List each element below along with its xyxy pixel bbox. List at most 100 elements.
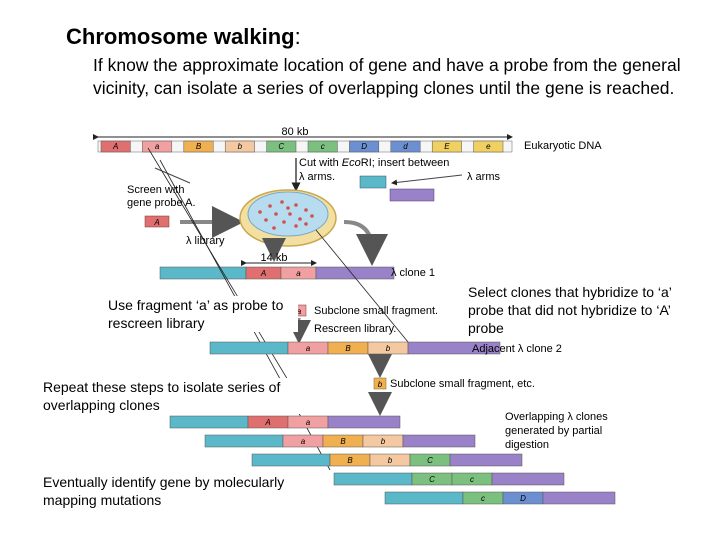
plaque-8	[264, 218, 268, 222]
clone2-insert-1-label: a	[306, 344, 311, 353]
lift-line-3	[315, 229, 409, 343]
dna-segment-5-label: C	[278, 142, 284, 151]
plaque-13	[258, 210, 262, 214]
dna-segment-5	[266, 140, 297, 153]
cut-instruction-line2: λ arms.	[299, 171, 335, 183]
dna-segment-9-label: E	[444, 142, 450, 151]
plaque-12	[304, 222, 308, 226]
overlap-clone-5-insert-2-label: D	[520, 494, 526, 503]
clone2-insert-2-label: B	[345, 344, 351, 353]
dna-segment-8-label: d	[403, 142, 408, 151]
overlap-clone-2-insert-3-label: b	[381, 437, 386, 446]
clone-2-label: Adjacent λ clone 2	[472, 343, 562, 355]
dna-segment-3-label: B	[196, 142, 202, 151]
dna-segment-4	[224, 140, 255, 153]
dna-segment-4-label: b	[238, 142, 243, 151]
overlap-clone-1-insert-2-label: a	[306, 418, 311, 427]
dna-segment-2	[142, 140, 173, 153]
overlap-clone-2-insert-1-label: a	[301, 437, 306, 446]
overlap-clone-4-right-arm	[491, 472, 565, 486]
screen-instruction-line2: gene probe A.	[127, 197, 196, 209]
plaque-15	[286, 206, 290, 210]
overlap-clone-3-insert-1-label: B	[347, 456, 353, 465]
dna-segment-9	[431, 140, 462, 153]
slide-title: Chromosome walking:	[66, 24, 301, 49]
screen-pointer	[154, 167, 191, 184]
probe-b-label: b	[378, 380, 383, 389]
span-80kb-label: 80 kb	[282, 126, 309, 138]
dna-segment-7-label: D	[361, 142, 367, 151]
overlap-clone-2-insert-2-label: B	[340, 437, 346, 446]
note-repeat: Repeat these steps to isolate series of …	[43, 378, 333, 414]
dna-segment-6-label: c	[321, 142, 325, 151]
overlap-label-3: digestion	[505, 439, 549, 451]
lambda-arm-purple	[389, 188, 435, 202]
overlap-clone-1-insert-1-label: A	[264, 418, 270, 427]
subclone-label: Subclone small fragment.	[314, 305, 438, 317]
overlap-clone-1-right-arm	[327, 415, 401, 429]
dna-segment-7	[349, 140, 380, 153]
plaque-9	[282, 220, 286, 224]
plaque-5	[274, 212, 278, 216]
clone2-insert-3-label: b	[386, 344, 391, 353]
overlap-clone-2-left-arm	[204, 434, 284, 448]
probe-A-label: A	[153, 218, 159, 227]
clone1-right-arm	[315, 266, 395, 280]
overlap-clone-3-right-arm	[449, 453, 523, 467]
clone2-right-arm	[407, 341, 501, 355]
overlap-clone-5-right-arm	[542, 491, 616, 505]
lift-line-1	[147, 147, 301, 401]
overlap-clone-3-insert-3-label: C	[427, 456, 433, 465]
clone-1-label: λ clone 1	[391, 267, 435, 279]
plaque-2	[280, 200, 284, 204]
intro-text: If know the approximate location of gene…	[93, 55, 681, 98]
overlap-clone-1-left-arm	[169, 415, 249, 429]
overlap-clone-4-left-arm	[333, 472, 413, 486]
isolate-clone-arrow	[343, 220, 388, 266]
plaque-11	[272, 226, 276, 230]
probe-b	[373, 377, 387, 390]
clone2-left-arm	[209, 341, 289, 355]
dna-segment-1-label: A	[112, 142, 118, 151]
lambda-arm-teal	[359, 175, 387, 189]
plaque-1	[268, 204, 272, 208]
span-14kb-label: 14 kb	[261, 252, 288, 264]
overlap-clone-4-insert-2-label: c	[470, 475, 474, 484]
dna-segment-1	[100, 140, 131, 153]
clone1-insert-2-label: a	[296, 269, 301, 278]
dna-segment-10-label: e	[486, 142, 491, 151]
plaque-10	[294, 224, 298, 228]
overlap-label-1: Overlapping λ clones	[505, 411, 608, 423]
overlap-clone-2-right-arm	[402, 434, 476, 448]
probe-a-1-label: a	[297, 307, 302, 316]
lambda-arms-pointer	[391, 174, 463, 186]
plaque-3	[294, 203, 298, 207]
overlap-clone-3-left-arm	[251, 453, 331, 467]
overlap-clone-5-left-arm	[384, 491, 464, 505]
clone1-left-arm	[159, 266, 247, 280]
clone1-insert-1-label: A	[260, 269, 266, 278]
screen-instruction: Screen with	[127, 184, 184, 196]
plaque-7	[298, 217, 302, 221]
overlap-clone-3-insert-2-label: b	[388, 456, 393, 465]
dna-segment-6	[307, 140, 338, 153]
plaque-4	[304, 208, 308, 212]
subclone-etc-label: Subclone small fragment, etc.	[390, 378, 535, 390]
plaque-14	[310, 214, 314, 218]
overlap-clone-4-insert-1-label: C	[429, 475, 435, 484]
dna-backbone	[97, 140, 513, 153]
dna-segment-8	[390, 140, 421, 153]
note-probe: Use fragment ‘a’ as probe to rescreen li…	[108, 296, 298, 332]
plaque-6	[288, 212, 292, 216]
note-select: Select clones that hybridize to ‘a’ prob…	[468, 284, 672, 336]
rescreen-label: Rescreen library.	[314, 323, 396, 335]
probe-A	[144, 215, 170, 228]
dna-segment-2-label: a	[155, 142, 160, 151]
note-identify: Eventually identify gene by molecularly …	[43, 473, 333, 509]
petri-dish	[239, 189, 337, 247]
dna-segment-3	[183, 140, 214, 153]
